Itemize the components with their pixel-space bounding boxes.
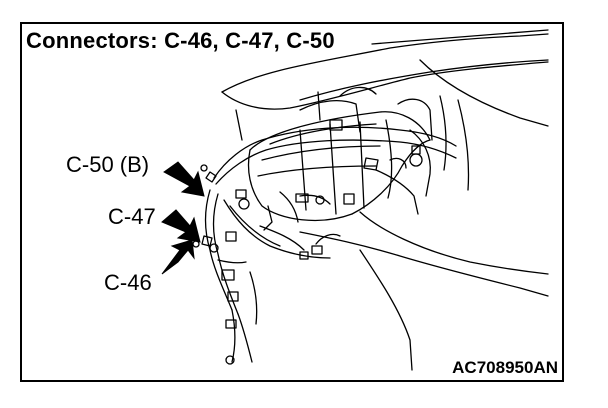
- connector-label-c47: C-47: [108, 204, 156, 229]
- arrow-c47: [161, 209, 201, 243]
- connector-label-c46: C-46: [104, 270, 152, 295]
- arrow-c46: [161, 239, 195, 275]
- connector-label-c50: C-50 (B): [66, 152, 150, 177]
- diagram-title: Connectors: C-46, C-47, C-50: [26, 28, 335, 53]
- arrow-c50: [163, 161, 205, 197]
- figure-code: AC708950AN: [452, 358, 558, 377]
- diagram-frame: [20, 22, 564, 382]
